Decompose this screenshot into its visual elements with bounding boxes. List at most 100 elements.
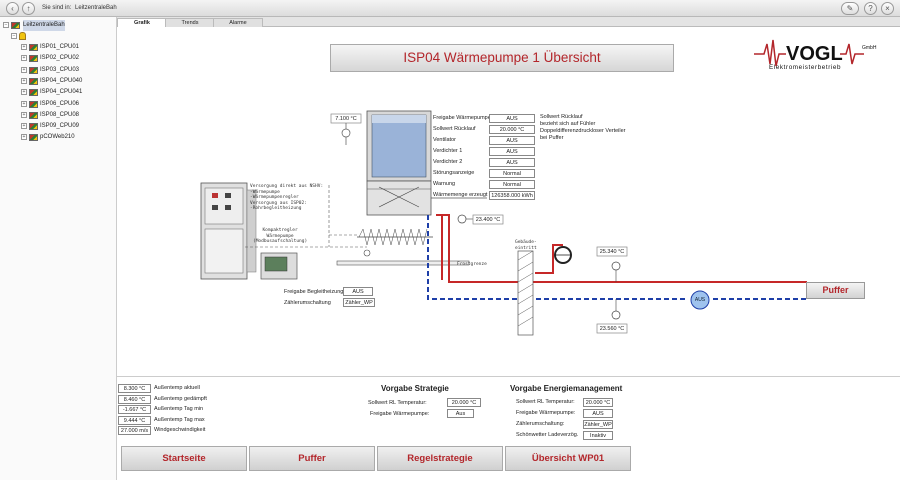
help-icon[interactable]: ?	[864, 2, 877, 15]
supply-temp-value: 25.340 °C	[599, 249, 625, 255]
collapse-icon[interactable]: −	[3, 22, 9, 28]
energy-label: Sollwert RL Temperatur:	[516, 399, 575, 405]
sidebar-item-label: ISP04_CPU041	[40, 89, 83, 96]
controller-icon	[29, 111, 38, 119]
logo-graphic: VOGL GmbH Elektromeisterbetrieb	[754, 39, 877, 71]
controller-icon	[29, 123, 38, 131]
meter-switch-value: Zähler_WP	[343, 298, 375, 307]
energy-label: Freigabe Wärmepumpe:	[516, 410, 576, 416]
heatpump-note: Sollwert Rücklauf bezieht sich auf Fühle…	[540, 114, 626, 142]
tab-trends[interactable]: Trends	[165, 18, 215, 27]
controller-note: Kompaktregler Wärmepumpe (Modbusaufschal…	[253, 228, 307, 245]
supply-note-line: -Wärmepumpe	[250, 189, 280, 195]
expand-icon[interactable]: +	[21, 123, 27, 130]
page-title: ISP04 Wärmepumpe 1 Übersicht	[330, 44, 674, 72]
weather-label: Windgeschwindigkeit	[154, 427, 206, 433]
company-logo: VOGL GmbH Elektromeisterbetrieb	[752, 36, 882, 76]
nav-uebersicht-wp01-button[interactable]: Übersicht WP01	[505, 446, 631, 471]
heatpump-param-value: 126358.000 kWh	[489, 191, 535, 200]
energy-value: Zähler_WP	[583, 420, 613, 429]
building-label-line: eintritt	[515, 245, 537, 251]
energy-label: Schönwetter Ladeverzög.	[516, 432, 579, 438]
energy-title: Vorgabe Energiemanagement	[510, 384, 623, 393]
expand-icon[interactable]: +	[21, 134, 27, 141]
heatpump-param-value: 20.000 °C	[489, 125, 535, 134]
top-toolbar: ‹ ↑ Sie sind in: LeitzentraleBah ✎ ? ×	[0, 0, 900, 17]
expand-icon[interactable]: +	[21, 77, 27, 84]
tab-grafik[interactable]: Grafik	[117, 18, 167, 27]
sidebar-item-label: ISP04_CPU040	[40, 77, 83, 84]
expand-icon[interactable]: +	[21, 55, 27, 62]
weather-value: -1.667 °C	[118, 405, 151, 414]
heatpump-param-label: Ventilator	[433, 137, 456, 143]
settings-icon[interactable]: ✎	[841, 2, 859, 15]
heatpump-param-value: AUS	[489, 136, 535, 145]
weather-value: 8.460 °C	[118, 394, 151, 404]
frost-label: Frostgrenze	[457, 262, 487, 267]
strategy-value: 20.000 °C	[447, 398, 481, 407]
collapse-icon[interactable]: −	[11, 33, 17, 39]
building-label-line: Gebäude-	[515, 240, 537, 245]
controller-icon	[29, 134, 38, 142]
project-tree: − LeitzentraleBah − +ISP01_CPU01+ISP02_C…	[0, 17, 117, 480]
nav-startseite-button[interactable]: Startseite	[121, 446, 247, 471]
weather-label: Außentemp Tag min	[154, 406, 204, 412]
energy-value: 20.000 °C	[583, 398, 613, 407]
puffer-link-button[interactable]: Puffer	[806, 282, 865, 299]
pipe-temp-value: 23.400 °C	[475, 217, 501, 223]
note-line: Sollwert Rücklauf	[540, 114, 583, 120]
heatpump-param-value: Normal	[489, 180, 535, 189]
controller-icon	[29, 100, 38, 108]
location-prefix: Sie sind in:	[42, 5, 72, 11]
weather-value: 8.300 °C	[118, 384, 151, 393]
controller-note-line: (Modbusaufschaltung)	[253, 239, 308, 244]
strategy-label: Sollwert RL Temperatur:	[368, 400, 427, 406]
supply-note-line: Versorgung aus ISP02:	[250, 200, 307, 206]
weather-label: Außentemp Tag max	[154, 416, 205, 423]
controller-icon	[29, 55, 38, 63]
heatpump-param-value: AUS	[489, 158, 535, 167]
supply-note: Versorgung direkt aus NSHV: -Wärmepumpe …	[250, 184, 323, 212]
trace-heating-label: Freigabe Begleitheizung	[284, 289, 344, 295]
expand-icon[interactable]: +	[21, 66, 27, 73]
tab-alarme[interactable]: Alarme	[213, 18, 263, 27]
controller-note-line: Wärmepumpe	[266, 233, 294, 239]
heatpump-param-label: Sollwert Rücklauf	[433, 126, 476, 132]
energy-value: AUS	[583, 409, 613, 418]
back-icon[interactable]: ‹	[6, 2, 19, 15]
expand-icon[interactable]: +	[21, 100, 27, 107]
heatpump-param-label: Verdichter 1	[433, 148, 463, 154]
supply-note-line: -Rohrbegleitheizung	[250, 206, 302, 211]
sidebar-item-label: ISP09_CPU09	[40, 123, 80, 130]
logo-subtitle: Elektromeisterbetrieb	[769, 64, 841, 71]
up-icon[interactable]: ↑	[22, 2, 35, 15]
heatpump-param-label: Warnung	[433, 181, 456, 187]
logo-gmbh: GmbH	[862, 45, 877, 51]
strategy-value: Aus	[447, 409, 474, 418]
panel-divider	[117, 376, 900, 377]
energy-value: Inaktiv	[583, 431, 613, 440]
controller-note-line: Kompaktregler	[262, 228, 298, 233]
heatpump-param-label: Wärmemenge erzeugt	[433, 192, 488, 198]
nav-puffer-button[interactable]: Puffer	[249, 446, 375, 471]
controller-icon	[29, 77, 38, 85]
location-path[interactable]: LeitzentraleBah	[75, 5, 117, 11]
nav-regelstrategie-button[interactable]: Regelstrategie	[377, 446, 503, 471]
heatpump-param-label: Störungsanzeige	[433, 170, 475, 176]
expand-icon[interactable]: +	[21, 111, 27, 118]
tree-root-label: LeitzentraleBah	[23, 20, 65, 31]
expand-icon[interactable]: +	[21, 89, 27, 96]
energy-label: Zählerumschaltung:	[516, 421, 565, 427]
note-line: bezieht sich auf Fühler	[540, 121, 596, 127]
plant-schematic	[200, 110, 807, 336]
heatpump-param-value: AUS	[489, 147, 535, 156]
expand-icon[interactable]: +	[21, 44, 27, 50]
note-line: Doppeldifferenzdruckloser Verteiler	[540, 128, 626, 134]
controller-icon	[29, 89, 38, 97]
plant-icon	[11, 22, 20, 29]
controller-icon	[29, 66, 38, 74]
pump-status[interactable]: AUS	[694, 297, 706, 303]
controller-icon	[29, 44, 38, 51]
close-icon[interactable]: ×	[881, 2, 894, 15]
supply-note-line: Versorgung direkt aus NSHV:	[250, 184, 324, 189]
